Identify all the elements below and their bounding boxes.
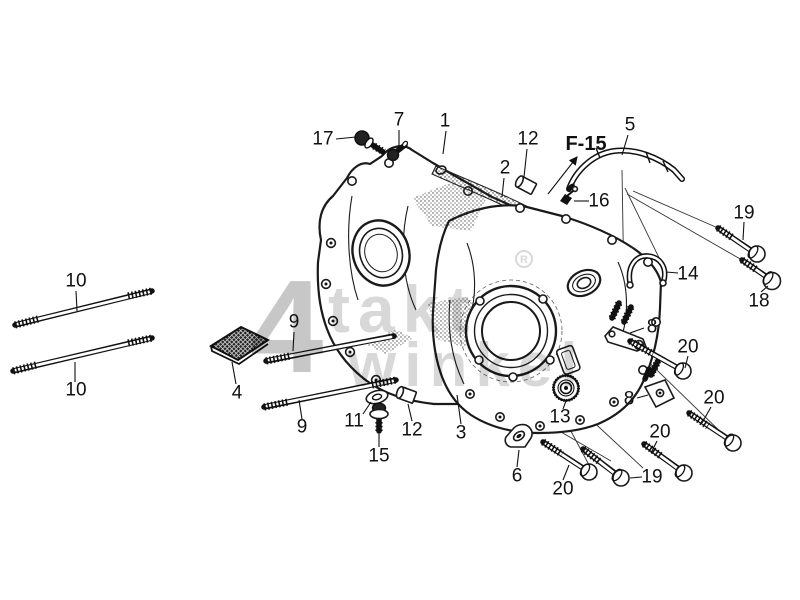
leader-line-20 (650, 440, 658, 454)
leader-line-14 (665, 271, 679, 274)
leader-line-19 (629, 476, 643, 479)
part-5-breather-tube (566, 147, 685, 192)
part-17-bolt (354, 130, 386, 156)
part-label-20: 20 (649, 422, 670, 443)
leader-line-20 (684, 355, 689, 369)
leader-line-12 (407, 403, 413, 422)
part-20-bolt-b (686, 410, 742, 452)
part-15-drain-bolt (369, 402, 389, 434)
leader-line-13 (562, 400, 567, 410)
part-label-16: 16 (588, 191, 609, 212)
part-label-F-15: F-15 (565, 133, 606, 155)
part-label-7: 7 (394, 110, 405, 131)
leader-line-5 (621, 134, 629, 156)
part-label-6: 6 (512, 466, 523, 487)
part-label-13: 13 (549, 407, 570, 428)
leader-line-8 (629, 327, 645, 334)
part-12-dowel-upper (514, 175, 538, 195)
leader-line-17 (335, 136, 357, 140)
leader-line-1 (442, 130, 447, 155)
part-label-20: 20 (677, 337, 698, 358)
part-10-stud-lower (10, 334, 155, 375)
part-label-15: 15 (368, 446, 389, 467)
part-label-10: 10 (65, 380, 86, 401)
watermark-registered-circle (515, 250, 533, 268)
part-20-bolt-c (540, 438, 598, 481)
part-19-bolt-upper (715, 225, 766, 263)
watermark-numeral: 4 (250, 253, 323, 400)
part-3-crankcase-right (412, 183, 663, 435)
leader-line-4 (231, 361, 237, 385)
part-12-dowel-lower (395, 385, 418, 404)
leader-line-8 (636, 394, 649, 399)
watermark-word-2: winkel (347, 331, 586, 400)
part-label-3: 3 (456, 423, 467, 444)
watermark-word-1: takt (328, 272, 477, 346)
leader-line-9 (298, 399, 303, 420)
part-label-19: 19 (641, 467, 662, 488)
part-label-9: 9 (297, 417, 308, 438)
part-label-14: 14 (677, 264, 699, 285)
leader-line-19 (742, 221, 745, 241)
part-4-strainer-screen (208, 325, 271, 366)
leader-line-3 (456, 394, 462, 425)
part-label-11: 11 (344, 411, 364, 432)
leader-line-18 (760, 285, 769, 293)
leader-line-11 (362, 401, 372, 415)
part-9-stud-upper (263, 329, 413, 365)
part-label-10: 10 (65, 271, 86, 292)
part-6-clamp (504, 423, 533, 448)
part-8-bracket-lower (642, 358, 676, 409)
leader-line-6 (516, 449, 520, 468)
part-label-8: 8 (647, 317, 658, 338)
watermark: 4 takt winkel R (250, 250, 586, 400)
part-label-20: 20 (703, 388, 724, 409)
part-20-bolt-a (627, 337, 692, 380)
part-label-1: 1 (440, 111, 451, 132)
part-label-8: 8 (624, 389, 635, 410)
leader-line-9 (292, 331, 295, 352)
watermark-registered-letter: R (520, 254, 528, 266)
part-label-4: 4 (232, 383, 243, 404)
part-14-clamp (626, 253, 668, 289)
part-20-bolt-d (641, 441, 693, 482)
part-label-5: 5 (625, 115, 636, 136)
leader-line-20 (562, 464, 570, 481)
part-label-12: 12 (401, 420, 422, 441)
part-label-2: 2 (500, 158, 511, 179)
part-label-20: 20 (552, 479, 573, 500)
part-label-17: 17 (312, 129, 333, 150)
part-9-stud-lower (261, 376, 399, 411)
part-10-stud-upper (12, 287, 155, 329)
part-label-18: 18 (748, 291, 769, 312)
part-label-19: 19 (733, 203, 754, 224)
part-16-clip (560, 185, 579, 205)
part-13-bearing (552, 374, 580, 402)
part-19-bolt-lower (580, 446, 630, 487)
part-7-bolt (386, 140, 409, 162)
leader-line-2 (501, 177, 505, 198)
part-label-9: 9 (289, 312, 300, 333)
part-label-12: 12 (517, 129, 538, 150)
part-18-bolt (739, 257, 782, 291)
leader-line-12 (523, 148, 528, 178)
leader-line-10 (75, 290, 78, 312)
reference-arrow-F-15 (547, 156, 578, 195)
leader-line-20 (701, 406, 712, 424)
